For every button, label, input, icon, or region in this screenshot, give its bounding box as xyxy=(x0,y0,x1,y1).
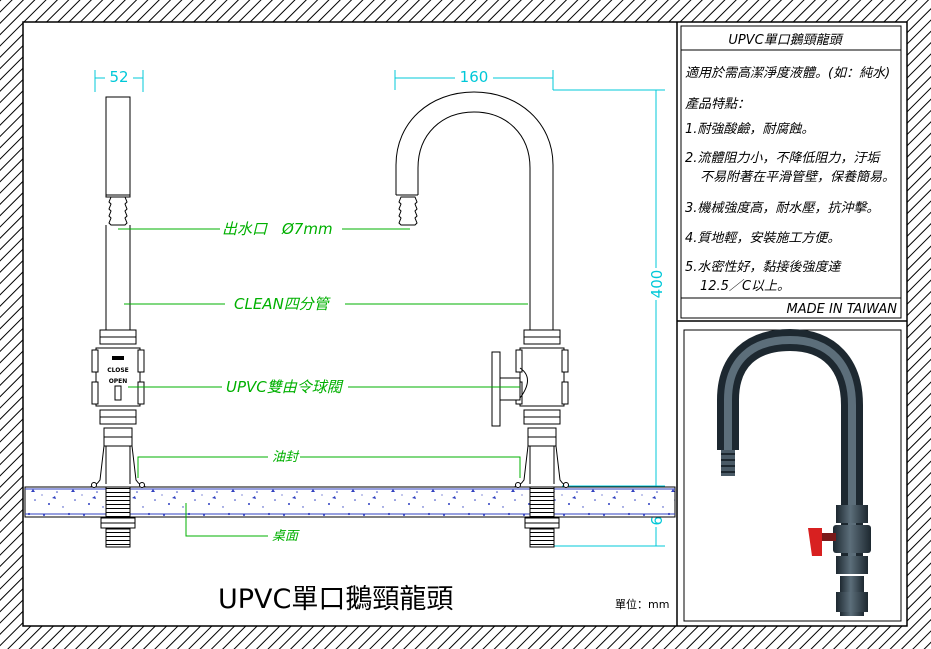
callout-seal: 油封 xyxy=(272,450,300,465)
spec-feature-4: 4.質地輕，安裝施工方便。 xyxy=(685,231,840,246)
made-in-taiwan: MADE IN TAIWAN xyxy=(787,302,898,317)
callout-pipe: CLEAN四分管 xyxy=(234,295,331,313)
spec-features-heading: 產品特點： xyxy=(685,96,750,112)
drawing-title: UPVC單口鵝頸龍頭 xyxy=(218,584,453,615)
callout-outlet: 出水口 Ø7mm xyxy=(222,220,333,238)
valve-open-mark: OPEN xyxy=(109,378,128,385)
spec-title: UPVC單口鵝頸龍頭 xyxy=(728,33,844,48)
spec-feature-2-cont: 不易附著在平滑管壁，保養簡易。 xyxy=(700,170,895,185)
callout-tabletop: 桌面 xyxy=(272,529,300,544)
callouts: 出水口 Ø7mm CLEAN四分管 UPVC雙由令球閥 油封 桌面 xyxy=(118,220,528,544)
side-view-faucet: 52 CLOSE OPEN xyxy=(89,68,147,488)
dimension-160: 160 xyxy=(460,68,489,86)
spec-feature-5-cont: 12.5／C以上。 xyxy=(700,279,790,294)
dimension-52: 52 xyxy=(109,68,128,86)
spec-feature-3: 3.機械強度高，耐水壓，抗沖擊。 xyxy=(685,200,879,216)
tabletop-section xyxy=(24,482,676,548)
dimension-400: 400 xyxy=(648,270,666,299)
faucet-photo xyxy=(683,328,902,622)
front-view-faucet: 160 400 60 xyxy=(394,68,666,547)
valve-close-mark: CLOSE xyxy=(107,367,129,374)
spec-feature-5: 5.水密性好，黏接後強度達 xyxy=(685,259,842,275)
unit-label: 單位：mm xyxy=(615,597,669,611)
spec-purpose: 適用於需高潔淨度液體。(如：純水) xyxy=(685,66,890,81)
spec-feature-2: 2.流體阻力小，不降低阻力，汙垢 xyxy=(685,151,881,166)
spec-panel: UPVC單口鵝頸龍頭 適用於需高潔淨度液體。(如：純水) 產品特點： 1.耐強酸… xyxy=(680,25,902,319)
callout-valve: UPVC雙由令球閥 xyxy=(226,378,344,396)
spec-feature-1: 1.耐強酸鹼，耐腐蝕。 xyxy=(685,121,814,137)
